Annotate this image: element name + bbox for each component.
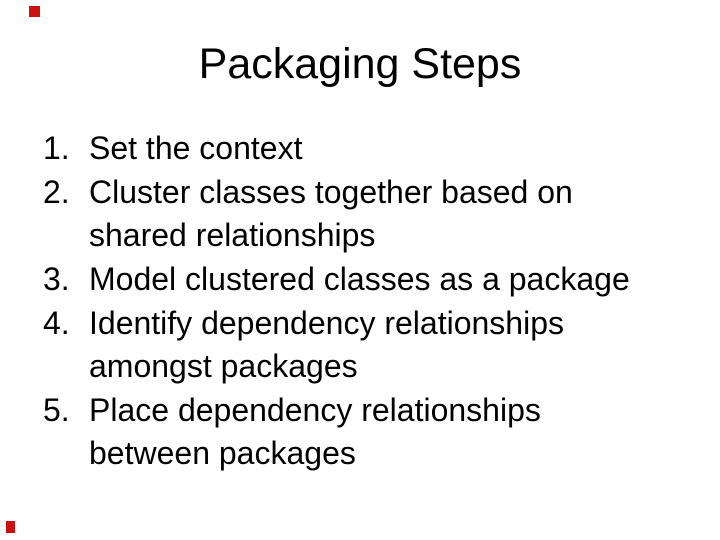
list-item-text: Identify dependency relationships amongs…	[89, 305, 564, 384]
list-item-number: 5.	[43, 392, 70, 428]
list-item: 5. Place dependency relationships betwee…	[43, 389, 661, 475]
list-item-text: Model clustered classes as a package	[89, 261, 630, 297]
list-item: 2. Cluster classes together based on sha…	[43, 171, 661, 257]
list-item-number: 1.	[43, 130, 70, 166]
red-mark-bottom-left	[6, 521, 15, 533]
red-mark-top-left	[29, 6, 40, 17]
list-item-number: 4.	[43, 305, 70, 341]
list-item: 3. Model clustered classes as a package	[43, 258, 661, 301]
slide-title: Packaging Steps	[198, 40, 522, 88]
list-item-text: Set the context	[89, 130, 303, 166]
list-item-text: Cluster classes together based on shared…	[89, 174, 573, 253]
list-item-text: Place dependency relationships between p…	[89, 392, 541, 471]
list-item: 4. Identify dependency relationships amo…	[43, 302, 661, 388]
list-item-number: 3.	[43, 261, 70, 297]
list-item: 1. Set the context	[43, 127, 661, 170]
packaging-steps-list: 1. Set the context 2. Cluster classes to…	[43, 127, 661, 476]
list-item-number: 2.	[43, 174, 70, 210]
